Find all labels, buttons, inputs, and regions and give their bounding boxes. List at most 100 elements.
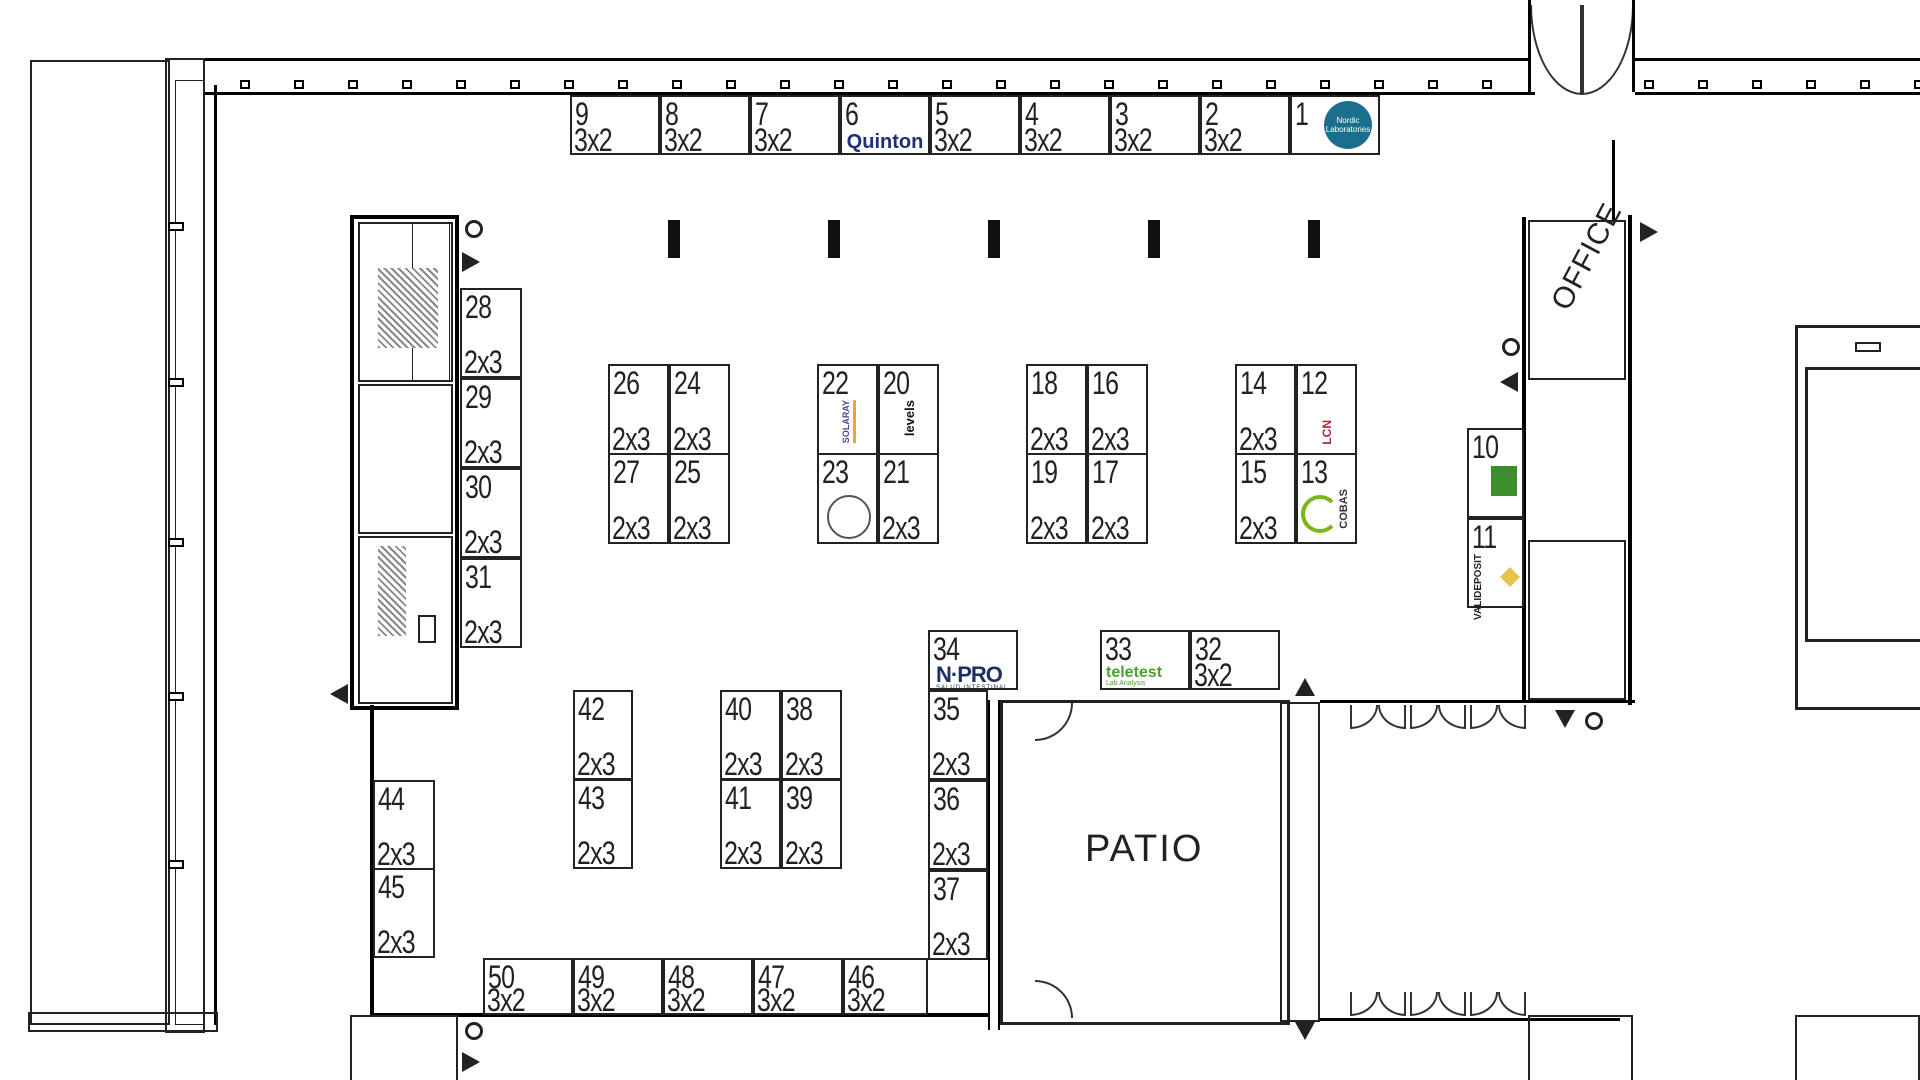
booth-39[interactable]: 39 2x3: [781, 779, 842, 871]
wall-column-mark: [1050, 80, 1060, 89]
booth-23[interactable]: 23: [817, 453, 878, 544]
booth-number: 43: [578, 780, 605, 816]
booth-19[interactable]: 19 2x3: [1026, 453, 1087, 545]
wall-column-mark: [1752, 80, 1762, 89]
wall-column-mark: [996, 80, 1006, 89]
wall-column-mark: [168, 538, 184, 547]
booth-20[interactable]: 20 levels: [878, 364, 939, 455]
booth-number: 31: [465, 559, 492, 595]
wall-column-mark: [564, 80, 574, 89]
wall-column-mark: [1158, 80, 1168, 89]
door-swing: [1410, 705, 1438, 729]
entrance-post-right: [1632, 0, 1635, 92]
entrance-door-right: [1582, 5, 1634, 95]
booth-5[interactable]: 5 3x2: [930, 95, 1020, 157]
booth-number: 2: [1205, 96, 1219, 132]
booth-45[interactable]: 45 2x3: [373, 868, 435, 959]
booth-3[interactable]: 3 3x2: [1110, 95, 1200, 157]
booth-4[interactable]: 4 3x2: [1020, 95, 1110, 157]
exit-sign: [462, 252, 480, 272]
booth-number: 6: [845, 96, 859, 132]
wall-column-mark: [168, 222, 184, 231]
booth-10[interactable]: 10: [1467, 428, 1524, 518]
booth-24[interactable]: 24 2x3: [669, 364, 730, 456]
booth-number: 1: [1295, 96, 1309, 132]
booth-41[interactable]: 41 2x3: [720, 779, 781, 870]
booth-38[interactable]: 38 2x3: [781, 690, 842, 781]
booth-47[interactable]: 47 3x2: [753, 958, 843, 1018]
booth-17[interactable]: 17 2x3: [1087, 453, 1148, 546]
booth-48[interactable]: 48 3x2: [663, 958, 753, 1017]
booth-36[interactable]: 36 2x3: [928, 780, 988, 872]
booth-size: 2x3: [1091, 510, 1130, 546]
booth-size: 2x3: [464, 614, 503, 650]
booth-8[interactable]: 8 3x2: [660, 95, 750, 157]
booth-7[interactable]: 7 3x2: [750, 95, 840, 157]
booth-25[interactable]: 25 2x3: [669, 453, 730, 545]
booth-22[interactable]: 22 SOLARAY: [817, 364, 878, 455]
office-room: [1528, 220, 1626, 380]
booth-31[interactable]: 31 2x3: [460, 558, 522, 650]
booth-number: 18: [1031, 365, 1058, 401]
booth-1[interactable]: 1 Nordic Laboratories: [1290, 95, 1380, 155]
booth-26[interactable]: 26 2x3: [608, 364, 669, 456]
booth-number: 14: [1240, 365, 1267, 401]
booth-size: 2x3: [932, 836, 971, 872]
booth-number: 44: [378, 781, 405, 817]
booth-40[interactable]: 40 2x3: [720, 690, 781, 782]
left-corridor: [30, 60, 170, 1025]
booth-number: 3: [1115, 96, 1129, 132]
booth-27[interactable]: 27 2x3: [608, 453, 669, 545]
service-block-wall: [455, 215, 459, 710]
booth-35[interactable]: 35 2x3: [928, 690, 988, 781]
booth-13[interactable]: 13 COBAS: [1296, 453, 1357, 544]
booth-50[interactable]: 50 3x2: [483, 958, 573, 1017]
wall-column-mark: [1374, 80, 1384, 89]
door-swing: [1470, 705, 1498, 729]
booth-46[interactable]: 46 3x2: [843, 958, 928, 1017]
booth-size: 3x2: [1204, 122, 1243, 158]
booth-21[interactable]: 21 2x3: [878, 453, 939, 545]
npro-logo-text: N·PRO: [936, 662, 1003, 687]
booth-18[interactable]: 18 2x3: [1026, 364, 1087, 456]
booth-49[interactable]: 49 3x2: [573, 958, 663, 1017]
booth-2[interactable]: 2 3x2: [1200, 95, 1290, 158]
wall-column-mark: [1644, 80, 1654, 89]
booth-44[interactable]: 44 2x3: [373, 780, 435, 871]
booth-12[interactable]: 12 LCN: [1296, 364, 1357, 455]
booth-6[interactable]: 6 Quinton: [840, 95, 930, 155]
stair-hatch: [378, 268, 438, 348]
booth-size: 3x2: [757, 982, 796, 1018]
booth-37[interactable]: 37 2x3: [928, 870, 988, 961]
booth-33[interactable]: 33 teletest Lab Analysis: [1100, 630, 1190, 690]
booth-29[interactable]: 29 2x3: [460, 378, 522, 469]
service-block-wall: [350, 215, 354, 710]
booth-14[interactable]: 14 2x3: [1235, 364, 1296, 456]
booth-number: 34: [933, 631, 960, 667]
booth-15[interactable]: 15 2x3: [1235, 453, 1296, 545]
door-swing: [1438, 705, 1466, 729]
booth-30[interactable]: 30 2x3: [460, 468, 522, 559]
booth-size: 2x3: [577, 746, 616, 782]
exit-ring: [465, 1022, 483, 1040]
booth-number: 35: [933, 691, 960, 727]
booth-34[interactable]: 34 N·PRO SALUD INTESTINAL: [928, 630, 1018, 691]
booth-43[interactable]: 43 2x3: [573, 779, 633, 870]
booth-9[interactable]: 9 3x2: [570, 95, 660, 157]
exit-sign: [330, 684, 348, 704]
booth-number: 46: [848, 959, 875, 995]
booth-number: 9: [575, 96, 589, 132]
booth-11[interactable]: 11 VALIDEPOSIT: [1467, 518, 1524, 620]
cobas-swirl-icon: [1301, 495, 1339, 533]
booth-32[interactable]: 32 3x2: [1190, 630, 1280, 692]
patio-left-wall: [988, 700, 1000, 1030]
validepost-logo: VALIDEPOSIT: [1473, 554, 1484, 620]
booth-size: 2x3: [785, 835, 824, 871]
booth-size: 2x3: [724, 746, 763, 782]
booth-28[interactable]: 28 2x3: [460, 288, 522, 379]
booth-42[interactable]: 42 2x3: [573, 690, 633, 782]
left-inner-wall: [214, 85, 217, 1025]
solaray-logo: SOLARAY: [841, 400, 856, 444]
top-wall-inner-right: [1635, 92, 1920, 95]
booth-16[interactable]: 16 2x3: [1087, 364, 1148, 456]
